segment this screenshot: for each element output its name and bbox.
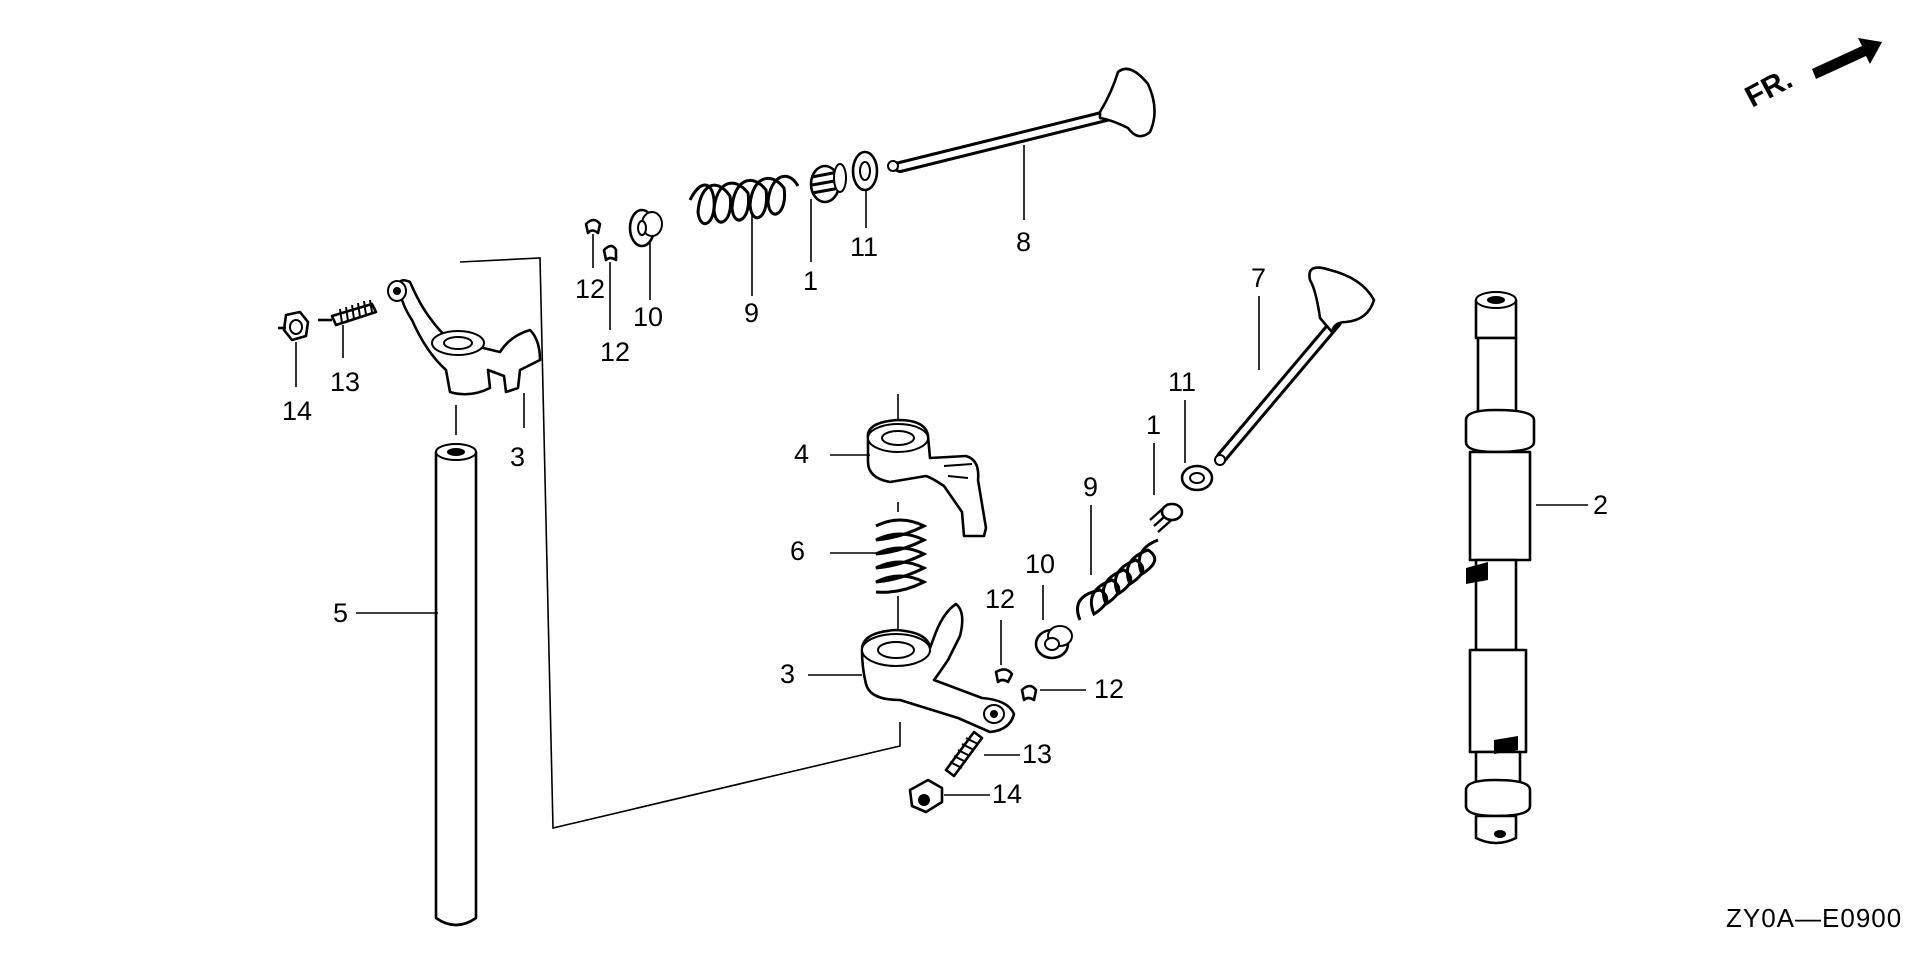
callout-label: 12 <box>985 584 1015 614</box>
callout-label: 1 <box>1146 410 1161 440</box>
adjusting-screw-13-left <box>318 299 378 327</box>
callout-label: 11 <box>1168 367 1196 397</box>
valve-seal-11-right <box>1180 464 1214 492</box>
front-direction-label: FR. <box>1740 62 1798 114</box>
callout-label: 7 <box>1251 263 1266 293</box>
front-direction-arrow: FR. <box>1740 38 1882 114</box>
valve-spring-9-right <box>1076 538 1159 621</box>
valve-cotter-12-middle <box>994 668 1038 702</box>
callout-label: 9 <box>744 298 759 328</box>
callout-label: 8 <box>1016 227 1031 257</box>
callout-label: 13 <box>1022 739 1052 769</box>
pushrod-5 <box>434 443 478 927</box>
valve-seal-11-top <box>851 150 879 192</box>
callout-label: 12 <box>1094 674 1124 704</box>
valve-spring-9-top <box>688 174 800 226</box>
rocker-arm-3-left <box>387 279 542 396</box>
callout-label: 14 <box>992 779 1022 809</box>
lock-nut-14-middle <box>908 778 944 814</box>
rocker-arm-3-middle <box>860 596 1016 734</box>
diagram-code: ZY0A—E0900 <box>1726 903 1902 933</box>
valve-retainer-10-right <box>1034 625 1073 660</box>
valve-8 <box>887 67 1156 173</box>
callout-label: 3 <box>510 442 525 472</box>
callout-label: 9 <box>1083 472 1098 502</box>
callout-label: 12 <box>600 337 630 367</box>
rocker-arm-4 <box>866 394 988 538</box>
callout-label: 6 <box>790 536 805 566</box>
callout-label: 13 <box>330 367 360 397</box>
assembly-bracket-line <box>459 257 901 830</box>
callout-label: 10 <box>633 302 663 332</box>
callout-label: 1 <box>803 266 818 296</box>
callout-label: 2 <box>1593 490 1608 520</box>
callout-label: 4 <box>794 439 809 469</box>
callout-label: 11 <box>850 232 878 262</box>
callout-label: 12 <box>575 274 605 304</box>
callout-label: 10 <box>1025 549 1055 579</box>
callout-label: 3 <box>780 659 795 689</box>
valve-cotter-12-top <box>584 218 618 262</box>
valve-spring-seat-1-right <box>1149 502 1184 533</box>
rocker-spring-6 <box>875 502 928 594</box>
callout-label: 14 <box>282 396 312 426</box>
valve-spring-seat-1-top <box>809 163 847 204</box>
adjusting-screw-13-middle <box>944 730 984 778</box>
callout-label: 5 <box>333 598 348 628</box>
valve-retainer-10-top <box>628 208 663 248</box>
callout-labels: 1 8 9 10 11 12 12 3 5 13 14 4 6 3 12 12 … <box>282 227 1608 809</box>
valve-7 <box>1214 266 1376 466</box>
lock-nut-14-left <box>278 310 310 342</box>
camshaft-2 <box>1464 291 1536 845</box>
